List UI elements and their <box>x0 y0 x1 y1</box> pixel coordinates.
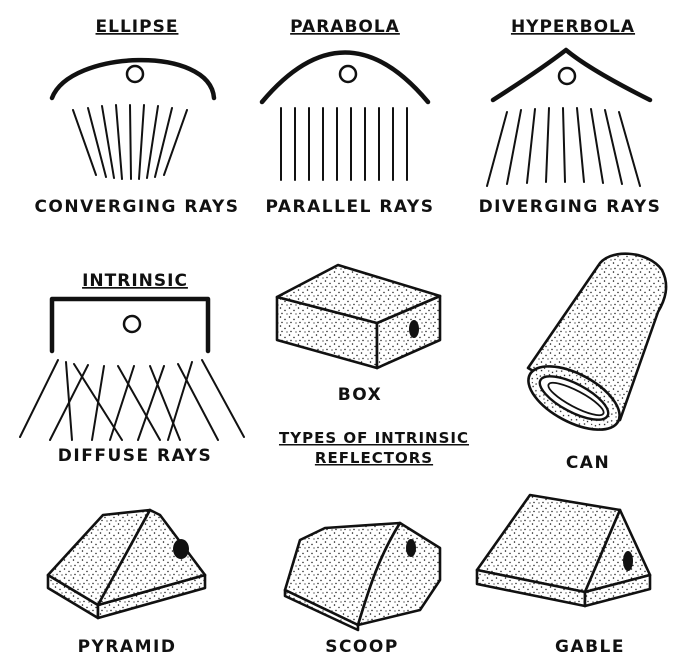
can-opening <box>538 375 610 421</box>
scoop-reflector-diagram: SCOOP <box>283 521 442 657</box>
pyramid-reflector-diagram: PYRAMID <box>46 508 207 657</box>
intrinsic-reflector-outline <box>49 296 211 354</box>
box-reflector-diagram: BOX <box>275 263 442 405</box>
intrinsic-lamp-icon <box>122 314 142 334</box>
scoop-reflector-shape <box>283 521 442 632</box>
parallel-rays-label: PARALLEL RAYS <box>265 197 434 217</box>
diffuse-rays <box>19 359 245 441</box>
ellipse-reflector-curve <box>49 57 217 101</box>
hyperbola-reflector-diagram: HYPERBOLA DIVERGING RAYS <box>479 17 662 217</box>
lamp-opening-icon <box>623 551 633 571</box>
can-reflector-shape <box>526 252 668 431</box>
types-of-intrinsic-reflectors-heading: TYPES OF INTRINSIC REFLECTORS <box>279 429 469 467</box>
parallel-rays <box>280 107 408 181</box>
parabola-lamp-icon <box>338 64 358 84</box>
ellipse-title: ELLIPSE <box>96 17 179 37</box>
ellipse-reflector-diagram: ELLIPSE CONVERGING RAYS <box>34 17 239 217</box>
intrinsic-reflector-diagram: INTRINSIC DIFFUSE RAYS <box>19 271 245 466</box>
lamp-opening-icon <box>409 320 419 338</box>
pyramid-label: PYRAMID <box>78 637 177 657</box>
scoop-label: SCOOP <box>325 637 399 657</box>
diverging-rays <box>486 107 641 187</box>
hyperbola-lamp-icon <box>557 66 577 86</box>
can-reflector-diagram: CAN <box>526 252 668 473</box>
hyperbola-reflector-curve <box>490 47 653 103</box>
lamp-opening-icon <box>173 539 189 559</box>
parabola-title: PARABOLA <box>290 17 400 37</box>
gable-reflector-diagram: GABLE <box>475 493 652 657</box>
gable-reflector-shape <box>475 493 652 608</box>
ellipse-lamp-icon <box>125 64 145 84</box>
lamp-opening-icon <box>406 539 416 557</box>
types-heading-line1: TYPES OF INTRINSIC <box>279 429 469 447</box>
parabola-reflector-diagram: PARABOLA PARALLEL RAYS <box>259 17 434 217</box>
parabola-reflector-curve <box>259 50 431 105</box>
gable-label: GABLE <box>555 637 625 657</box>
can-label: CAN <box>566 453 610 473</box>
box-label: BOX <box>338 385 382 405</box>
diffuse-rays-label: DIFFUSE RAYS <box>58 446 212 466</box>
pyramid-reflector-shape <box>46 508 207 620</box>
intrinsic-title: INTRINSIC <box>82 271 188 291</box>
types-heading-line2: REFLECTORS <box>315 449 433 467</box>
hyperbola-title: HYPERBOLA <box>511 17 635 37</box>
diverging-rays-label: DIVERGING RAYS <box>479 197 662 217</box>
converging-rays-label: CONVERGING RAYS <box>34 197 239 217</box>
box-reflector-shape <box>275 263 442 370</box>
converging-rays <box>72 104 188 180</box>
